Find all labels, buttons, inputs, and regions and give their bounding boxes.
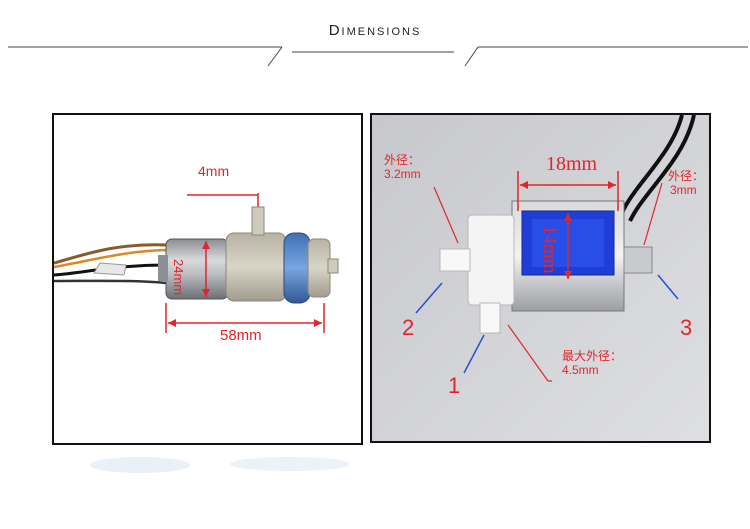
- pump-dim-top-label: 4mm: [198, 163, 230, 179]
- valve-dim-width-label: 18mm: [546, 153, 598, 175]
- solenoid-valve-image: [372, 115, 709, 441]
- port3-label-value: 3mm: [670, 183, 697, 197]
- port1-label-value: 4.5mm: [562, 363, 599, 377]
- port1-label-title: 最大外径：: [562, 349, 623, 363]
- pump-dim-length-label: 58mm: [220, 327, 262, 344]
- air-pump-image: [54, 193, 339, 333]
- port-number-2: 2: [402, 315, 415, 340]
- header-divider: [8, 46, 748, 67]
- pump-photo-panel: 4mm 24mm 58mm: [52, 113, 363, 445]
- valve-photo-panel: 18mm 14mm 外径： 3.2mm 外径： 3mm 最大外径： 4.5mm …: [370, 113, 711, 443]
- pump-dim-diameter-label: 24mm: [171, 259, 186, 296]
- port2-label-title: 外径：: [384, 153, 421, 167]
- valve-dim-height-label: 14mm: [539, 225, 560, 274]
- port3-label-title: 外径：: [668, 169, 705, 183]
- decorative-smudges: [90, 457, 350, 473]
- port-number-3: 3: [680, 315, 693, 340]
- port-number-1: 1: [448, 373, 461, 398]
- page-title: Dimensions: [328, 22, 422, 39]
- port2-label-value: 3.2mm: [384, 167, 421, 181]
